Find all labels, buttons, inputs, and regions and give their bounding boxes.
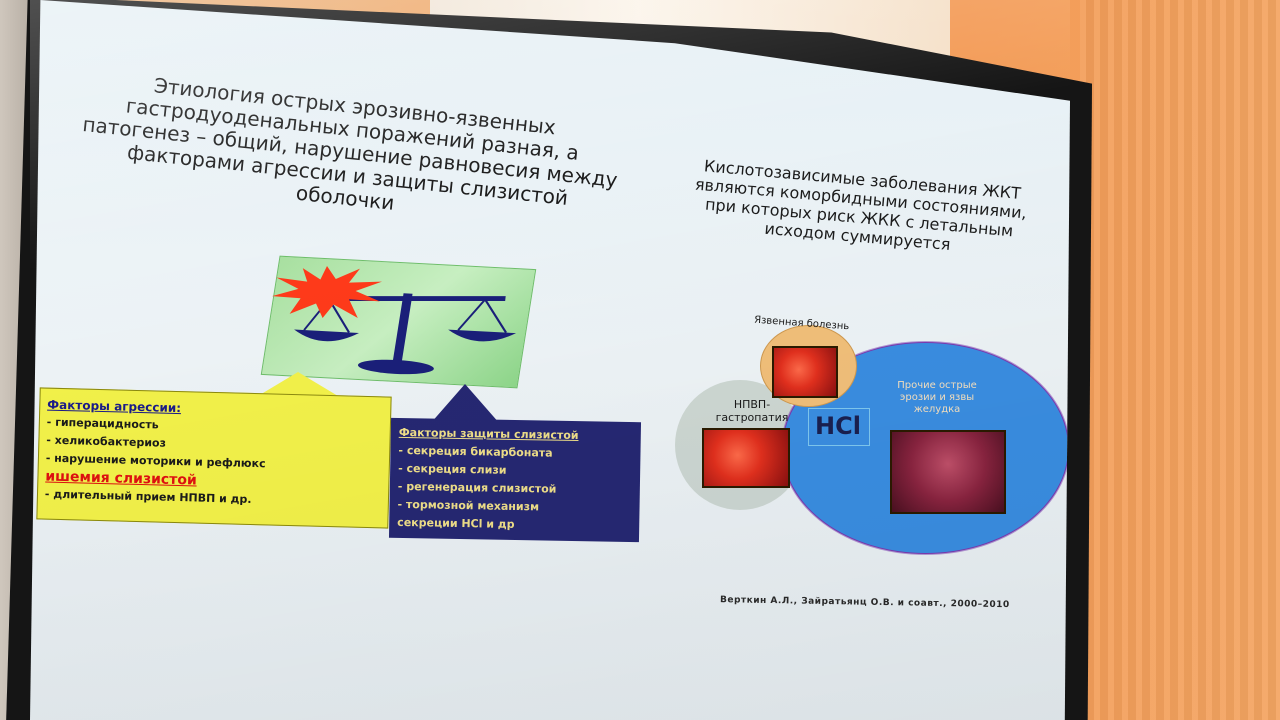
protection-factors: Факторы защиты слизистой - секреция бика… — [397, 424, 639, 536]
endoscopy-photo-nsaid — [702, 428, 790, 488]
scale-illustration — [260, 255, 537, 389]
right-title: Кислотозависимые заболевания ЖКТ являютс… — [667, 154, 1052, 263]
wall-background — [1080, 0, 1280, 720]
hcl-box — [808, 408, 870, 446]
aggression-factors: Факторы агрессии: - гиперацидность - хел… — [45, 396, 388, 513]
venn-label-other: Прочие острые эрозии и язвы желудка — [897, 380, 977, 415]
slide-content: Этиология острых эрозивно-язвенных гастр… — [30, 0, 1070, 720]
slide-screen: Этиология острых эрозивно-язвенных гастр… — [30, 0, 1070, 720]
citation-footnote: Верткин А.Л., Зайратьянц О.В. и соавт., … — [719, 595, 1010, 611]
venn-label-nsaid: НПВП-гастропатия — [715, 398, 789, 424]
balance-scale-icon — [294, 293, 517, 375]
endoscopy-photo-ulcer — [772, 346, 838, 398]
left-title: Этиология острых эрозивно-язвенных гастр… — [66, 66, 635, 239]
endoscopy-photo-other — [890, 430, 1006, 514]
venn-label-hcl: НСl — [815, 412, 861, 440]
